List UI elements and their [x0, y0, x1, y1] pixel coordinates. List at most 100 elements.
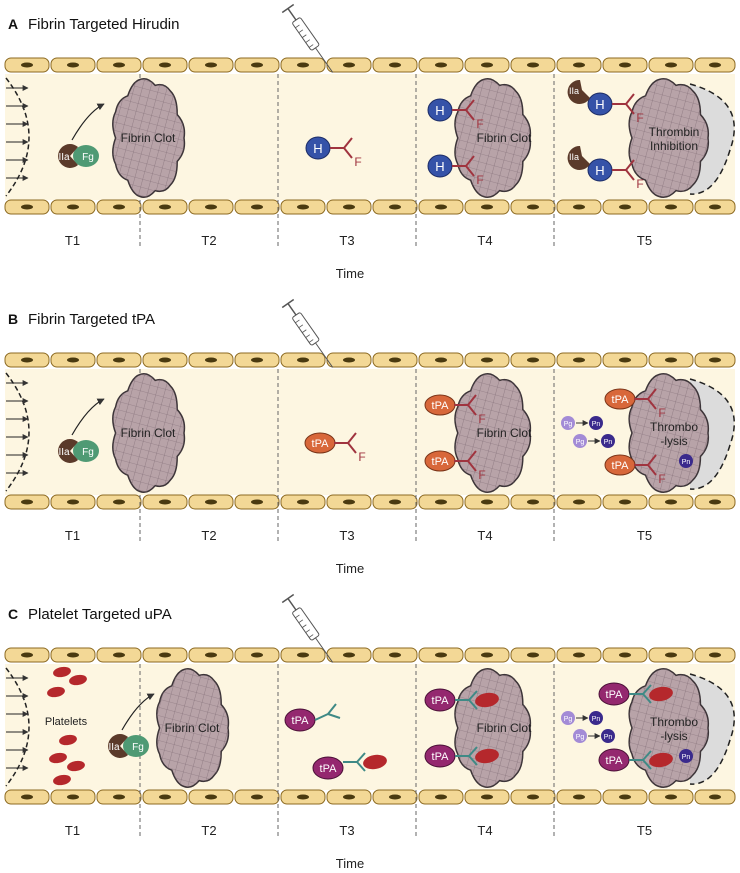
flow-front — [5, 77, 30, 197]
hirudin-conjugate-t3: H — [305, 136, 331, 160]
cell-nucleus — [297, 499, 309, 505]
clot-mesh — [112, 78, 185, 198]
cell-nucleus — [205, 62, 217, 68]
cell-nucleus — [389, 62, 401, 68]
tpa-t5-0: tPA — [598, 682, 630, 706]
vessel-wall — [4, 647, 736, 663]
cell-nucleus — [389, 204, 401, 210]
cell-nucleus — [527, 204, 539, 210]
tpa-label: tPA — [612, 460, 630, 472]
cell-nucleus — [297, 204, 309, 210]
cell-nucleus — [251, 204, 263, 210]
cell-nucleus — [205, 499, 217, 505]
plasmin-label: Pn — [592, 716, 601, 723]
time-label-t1: T1 — [65, 528, 80, 543]
cell-nucleus — [251, 652, 263, 658]
time-label-t2: T2 — [201, 233, 216, 248]
cell-nucleus — [527, 794, 539, 800]
vessel-wall — [4, 57, 736, 73]
cell-nucleus — [619, 652, 631, 658]
fibrin-clot-t4 — [454, 372, 532, 494]
plasmin — [589, 416, 603, 430]
time-label-t4: T4 — [477, 528, 492, 543]
cell-nucleus — [573, 357, 585, 363]
fibrinogen — [123, 735, 149, 757]
cell-nucleus — [435, 204, 447, 210]
time-label-t2: T2 — [201, 823, 216, 838]
plasminogen-label: Pg — [576, 439, 585, 446]
platelet — [475, 692, 499, 708]
cell-nucleus — [297, 357, 309, 363]
conversion-arrow — [121, 693, 155, 731]
cell-nucleus — [435, 62, 447, 68]
cell-nucleus — [389, 499, 401, 505]
tpa-bound-1: tPA — [424, 450, 456, 472]
fibrin-clot-t1-label: Fibrin Clot — [121, 426, 176, 440]
time-label-t5: T5 — [637, 823, 652, 838]
cell-nucleus — [251, 794, 263, 800]
tpa-bound-0: tPA — [424, 394, 456, 416]
panel-title-text: Fibrin Targeted Hirudin — [28, 16, 179, 33]
platelet-antibody — [629, 684, 652, 704]
cell-nucleus — [709, 357, 721, 363]
platelet-cluster — [47, 666, 87, 786]
fibrin-clot-t4 — [454, 667, 532, 789]
hirudin-bound-1: H — [427, 154, 453, 178]
cell-nucleus — [709, 204, 721, 210]
thrombin — [58, 439, 78, 463]
cell-nucleus — [159, 652, 171, 658]
plasmin — [679, 749, 693, 763]
plasminogen — [561, 711, 575, 725]
platelet-antibody-bound-0 — [455, 690, 499, 710]
fibrin-antibody-t5-1: F — [612, 159, 644, 191]
cell-nucleus — [665, 357, 677, 363]
cell-nucleus — [113, 652, 125, 658]
hirudin-t5-0: H — [587, 92, 613, 116]
time-label-t4: T4 — [477, 823, 492, 838]
fibrin-antibody — [634, 454, 657, 476]
panel-letter: C — [8, 606, 18, 622]
time-label-t5: T5 — [637, 528, 652, 543]
cell-nucleus — [297, 794, 309, 800]
panel-title-text: Fibrin Targeted tPA — [28, 311, 155, 328]
time-label-t1: T1 — [65, 233, 80, 248]
platelet-antibody — [455, 690, 478, 710]
cell-nucleus — [251, 499, 263, 505]
fibrin-antibody — [330, 137, 353, 159]
platelet — [475, 748, 499, 764]
cell-nucleus — [481, 204, 493, 210]
cell-nucleus — [619, 357, 631, 363]
plasmin-label: Pn — [604, 439, 613, 446]
cell-nucleus — [619, 62, 631, 68]
time-label-t5: T5 — [637, 233, 652, 248]
cell-nucleus — [709, 652, 721, 658]
conversion-arrow — [71, 398, 105, 436]
time-label-t4: T4 — [477, 233, 492, 248]
outcome-label-line1: Thrombin — [649, 125, 700, 139]
cell-nucleus — [251, 357, 263, 363]
thrombin — [58, 144, 78, 168]
outcome-label-line2: -lysis — [660, 434, 687, 448]
thrombin-inhibited: IIa — [567, 79, 590, 104]
time-axis-label: Time — [336, 266, 364, 281]
tpa-t5-1: tPA — [598, 748, 630, 772]
cell-nucleus — [665, 62, 677, 68]
cell-nucleus — [527, 652, 539, 658]
fibrin-clot-t1-label: Fibrin Clot — [165, 721, 220, 735]
plasminogen — [561, 416, 575, 430]
cell-nucleus — [67, 357, 79, 363]
fibrin-antibody-bound-1: F — [452, 155, 484, 187]
platelet-antibody — [314, 703, 341, 721]
fibrin-clot-t1 — [156, 667, 230, 789]
hirudin-bound-0: H — [427, 98, 453, 122]
vessel-wall — [4, 352, 736, 368]
cell-nucleus — [481, 794, 493, 800]
fibrin-antibody-label: F — [636, 111, 643, 125]
cell-nucleus — [573, 652, 585, 658]
cell-nucleus — [343, 204, 355, 210]
fibrin-antibody-bound-0: F — [454, 394, 486, 426]
vessel-wall — [4, 494, 736, 510]
